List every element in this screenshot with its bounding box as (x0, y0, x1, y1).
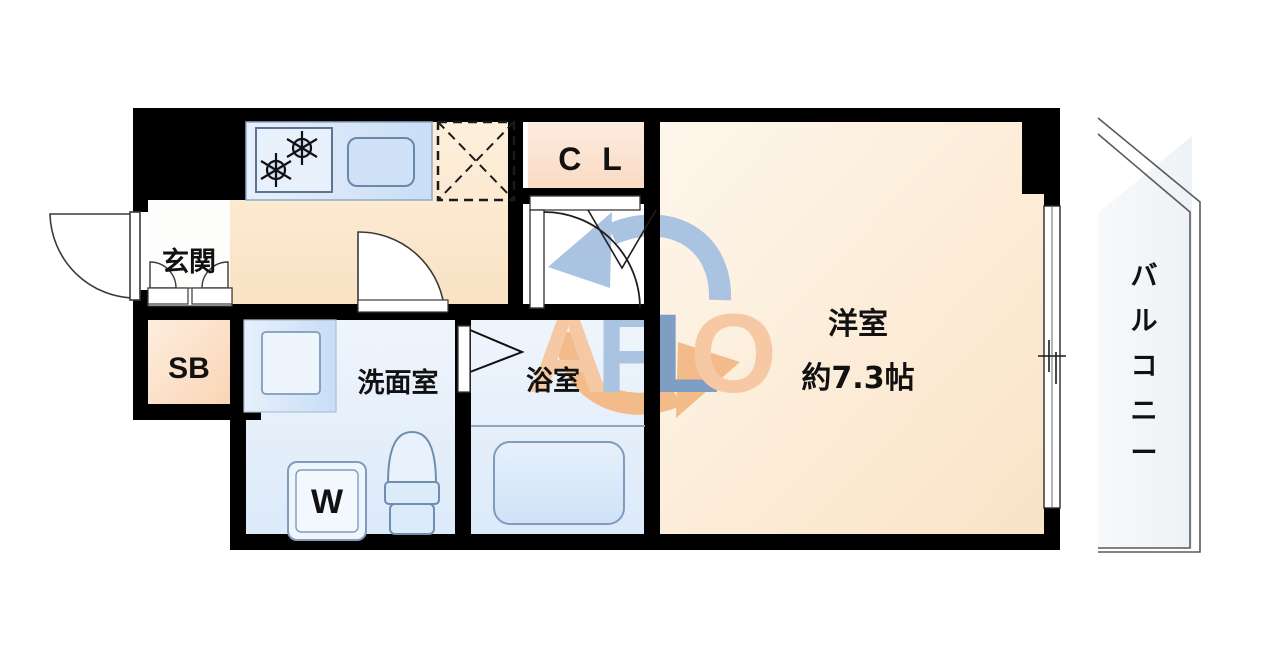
watermark-letter-l: L (652, 291, 720, 416)
label-bathroom: 浴室 (526, 365, 580, 397)
refrigerator-space-cross (437, 121, 515, 201)
wall-left-entrance-upper (133, 190, 148, 212)
wall-sb-bottom (133, 404, 261, 420)
watermark-arrowhead-blue (548, 212, 612, 288)
stove-burner-icon (260, 153, 292, 187)
wall-washroom-left (230, 404, 246, 550)
toilet-icon (384, 430, 440, 535)
svg-text:ニ: ニ (1131, 396, 1158, 427)
refrigerator-space (436, 120, 516, 202)
wall-top-kitchen (133, 108, 523, 122)
room-fill-balcony (1098, 136, 1192, 548)
closet-door-panel (529, 195, 641, 211)
wall-main-bottom (644, 534, 1058, 550)
entrance-door (49, 211, 141, 301)
entrance-inner-door-leaf-right (201, 261, 229, 289)
walls (133, 108, 1060, 550)
label-main-room-name: 洋室 (828, 307, 888, 342)
watermark-letter-o: O (690, 291, 777, 416)
label-main-room-size: 約7.3帖 (801, 361, 914, 396)
room-door-panel (529, 209, 545, 309)
entrance-inner-frame-left (147, 287, 189, 305)
room-fill-shoebox (148, 318, 230, 410)
washing-machine-label: W (311, 483, 344, 521)
entrance-inner-frame-right (191, 287, 233, 305)
label-entrance: 玄関 (162, 246, 216, 278)
closet-doors (529, 195, 657, 270)
wall-main-left (644, 204, 660, 334)
entrance-inner-door (147, 261, 233, 307)
wall-left-entrance-lower (133, 290, 148, 418)
entrance-door-panel (129, 211, 141, 301)
balcony-outline (1097, 117, 1201, 553)
balcony-rail-outer (1097, 117, 1201, 553)
wall-bathroom-bottom (455, 534, 660, 550)
sliding-window (1038, 205, 1066, 509)
washing-machine-inner (295, 469, 359, 533)
wall-kitchen-right (508, 122, 523, 304)
label-balcony: バ ル コ ニ ー (1131, 261, 1158, 469)
wall-main-right-lower (1044, 508, 1060, 550)
bathtub (493, 441, 625, 525)
wall-bathroom-right (644, 318, 660, 550)
stove-pad (255, 127, 333, 193)
bathroom-fixtures (457, 325, 645, 525)
washroom-fixtures: W (243, 319, 440, 541)
wall-entrance-sb-divider (140, 304, 246, 320)
corridor-door-threshold (357, 299, 449, 313)
vanity-basin (261, 331, 321, 395)
wall-main-right-upper (1044, 108, 1060, 206)
svg-text:バ: バ (1131, 261, 1158, 292)
room-fill-western (650, 110, 1050, 540)
watermark-arrow-blue (607, 214, 732, 301)
room-door (529, 209, 641, 309)
wall-entrance-right (216, 108, 232, 200)
room-door-swing (543, 211, 641, 309)
wall-sb-right (230, 310, 246, 420)
wall-top-main (523, 108, 1058, 122)
bathroom-folding-door (457, 325, 525, 393)
entrance-inner-door-leaf-left (149, 261, 177, 289)
label-washroom: 洗面室 (358, 367, 439, 399)
stove-burner-icon (286, 131, 318, 165)
svg-text:ル: ル (1131, 306, 1158, 337)
label-closet: C L (558, 141, 628, 177)
kitchen-sink (347, 137, 415, 187)
refrigerator-space-cross (437, 121, 515, 201)
corridor-door (357, 231, 449, 313)
watermark-arrowhead-orange (676, 342, 740, 418)
room-labels: 玄関 SB 洗面室 浴室 C L 洋室 約7.3帖 バ ル コ ニ ー (162, 141, 1158, 469)
svg-text:コ: コ (1131, 351, 1158, 382)
balcony-rail-inner (1097, 133, 1191, 549)
room-fill-closet (528, 118, 658, 196)
kitchen-fixtures (245, 120, 516, 202)
entrance-door-swing (49, 213, 137, 299)
svg-text:ー: ー (1131, 438, 1158, 469)
label-shoebox: SB (168, 352, 210, 385)
